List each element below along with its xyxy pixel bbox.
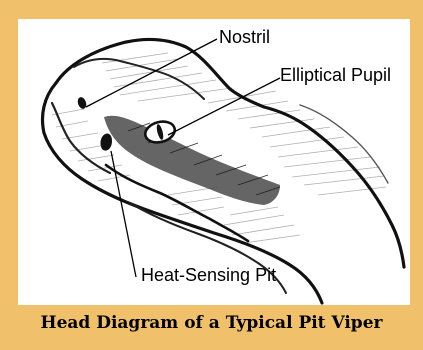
pit-viper-head-drawing	[18, 19, 410, 305]
eye-stripe	[104, 116, 280, 205]
diagram-panel: Nostril Elliptical Pupil Heat-Sensing Pi…	[18, 19, 410, 305]
elliptical-pupil-label: Elliptical Pupil	[280, 66, 391, 84]
nostril-mark	[76, 96, 88, 110]
nostril-label: Nostril	[219, 28, 270, 46]
heat-sensing-pit-label: Heat-Sensing Pit	[141, 266, 276, 284]
figure-caption: Head Diagram of a Typical Pit Viper	[0, 313, 423, 333]
pit-leader-line	[111, 151, 136, 277]
heat-pit-mark	[101, 134, 113, 151]
